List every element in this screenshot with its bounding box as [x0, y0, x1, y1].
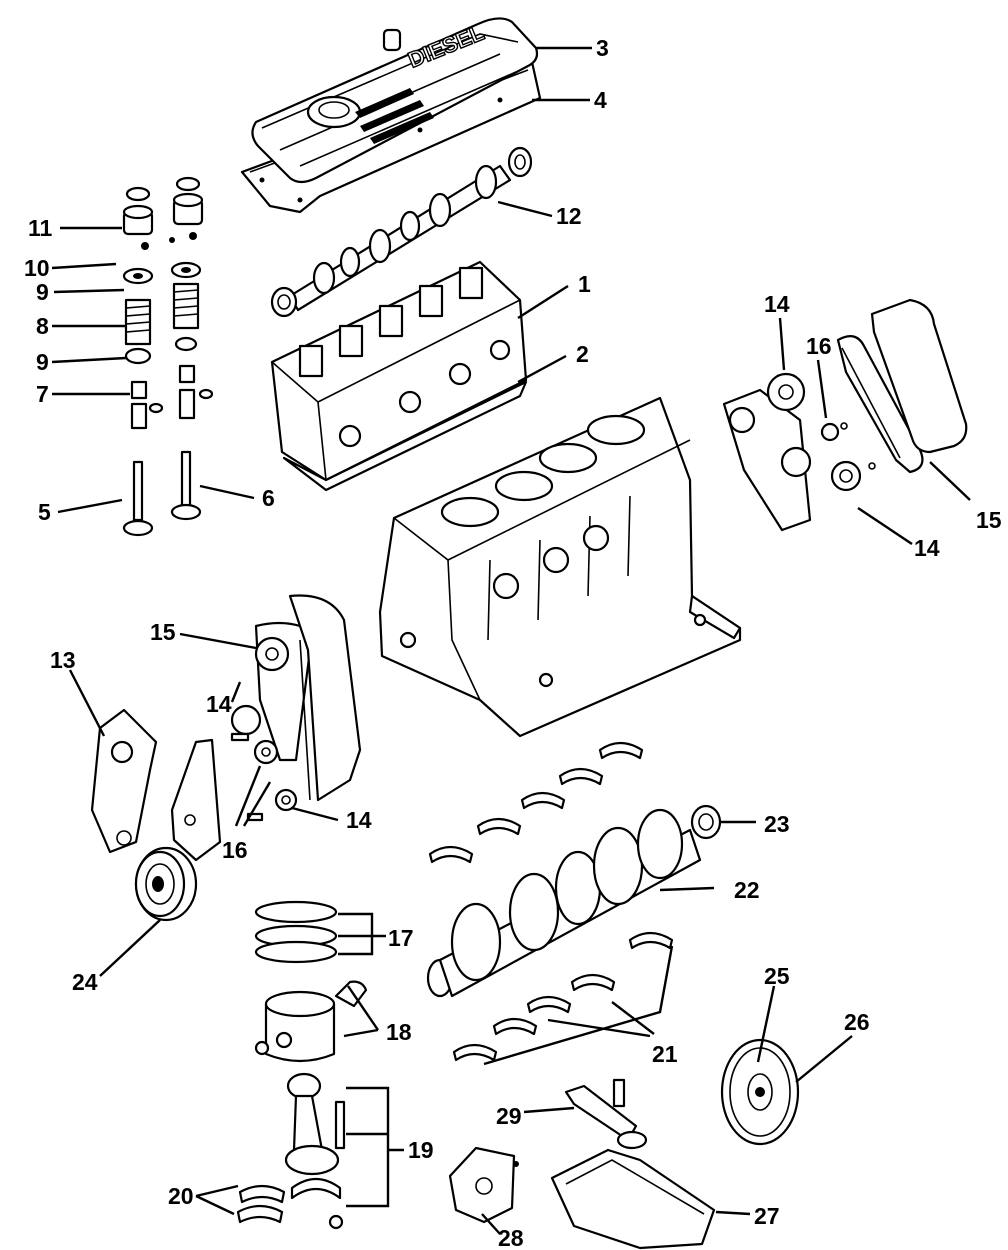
main-bearing-shells — [428, 741, 674, 1062]
callout-22: 22 — [734, 877, 760, 903]
callout-9-top: 9 — [36, 279, 49, 305]
callout-8: 8 — [36, 313, 49, 339]
callout-29: 29 — [496, 1103, 522, 1129]
callout-9-bottom: 9 — [36, 349, 49, 375]
callout-27: 27 — [754, 1203, 780, 1229]
valve-train-left — [122, 186, 164, 537]
callout-28: 28 — [498, 1225, 524, 1250]
callout-6: 6 — [262, 485, 275, 511]
oil-pickup-tube — [564, 1078, 648, 1150]
callout-20: 20 — [168, 1183, 194, 1209]
callout-labels: 3 4 12 1 2 11 10 9 8 9 7 5 6 14 16 15 14… — [24, 35, 1002, 1250]
callout-14-left-top: 14 — [206, 691, 232, 717]
callout-15-right: 15 — [976, 507, 1002, 533]
callout-12: 12 — [556, 203, 582, 229]
callout-5: 5 — [38, 499, 51, 525]
callout-10: 10 — [24, 255, 50, 281]
cylinder-head — [270, 260, 528, 492]
crankshaft — [426, 808, 702, 998]
callout-21: 21 — [652, 1041, 678, 1067]
callout-26: 26 — [844, 1009, 870, 1035]
oil-pump — [448, 1146, 519, 1224]
crankshaft-pulley — [134, 846, 198, 922]
callout-16-right: 16 — [806, 333, 832, 359]
connecting-rod — [284, 1072, 346, 1230]
callout-13: 13 — [50, 647, 76, 673]
flywheel — [720, 1038, 800, 1146]
callout-14-right-bottom: 14 — [914, 535, 940, 561]
callout-19: 19 — [408, 1137, 434, 1163]
leader-lines — [51, 46, 971, 1235]
callout-3: 3 — [596, 35, 609, 61]
callout-24: 24 — [72, 969, 98, 995]
valve-cover: DIESEL — [251, 17, 539, 184]
callout-7: 7 — [36, 381, 49, 407]
camshaft — [270, 146, 533, 318]
callout-2: 2 — [576, 341, 589, 367]
callout-25: 25 — [764, 963, 790, 989]
callout-4: 4 — [594, 87, 607, 113]
callout-11: 11 — [28, 215, 53, 241]
callout-1: 1 — [578, 271, 591, 297]
engine-block — [378, 396, 742, 738]
piston — [254, 980, 368, 1063]
timing-assembly-right — [722, 298, 968, 532]
callout-23: 23 — [764, 811, 790, 837]
callout-15-left: 15 — [150, 619, 176, 645]
valve-train-right — [169, 176, 214, 521]
piston-rings — [254, 900, 338, 964]
callout-16-left: 16 — [222, 837, 248, 863]
callout-14-left-bottom: 14 — [346, 807, 372, 833]
oil-pan — [550, 1148, 716, 1250]
callout-14-right-top: 14 — [764, 291, 790, 317]
oil-pump-housing — [90, 708, 158, 854]
callout-17: 17 — [388, 925, 414, 951]
rod-bearings — [236, 1184, 286, 1224]
timing-assembly-left — [170, 594, 362, 862]
rear-main-seal — [690, 804, 722, 840]
callout-18: 18 — [386, 1019, 412, 1045]
